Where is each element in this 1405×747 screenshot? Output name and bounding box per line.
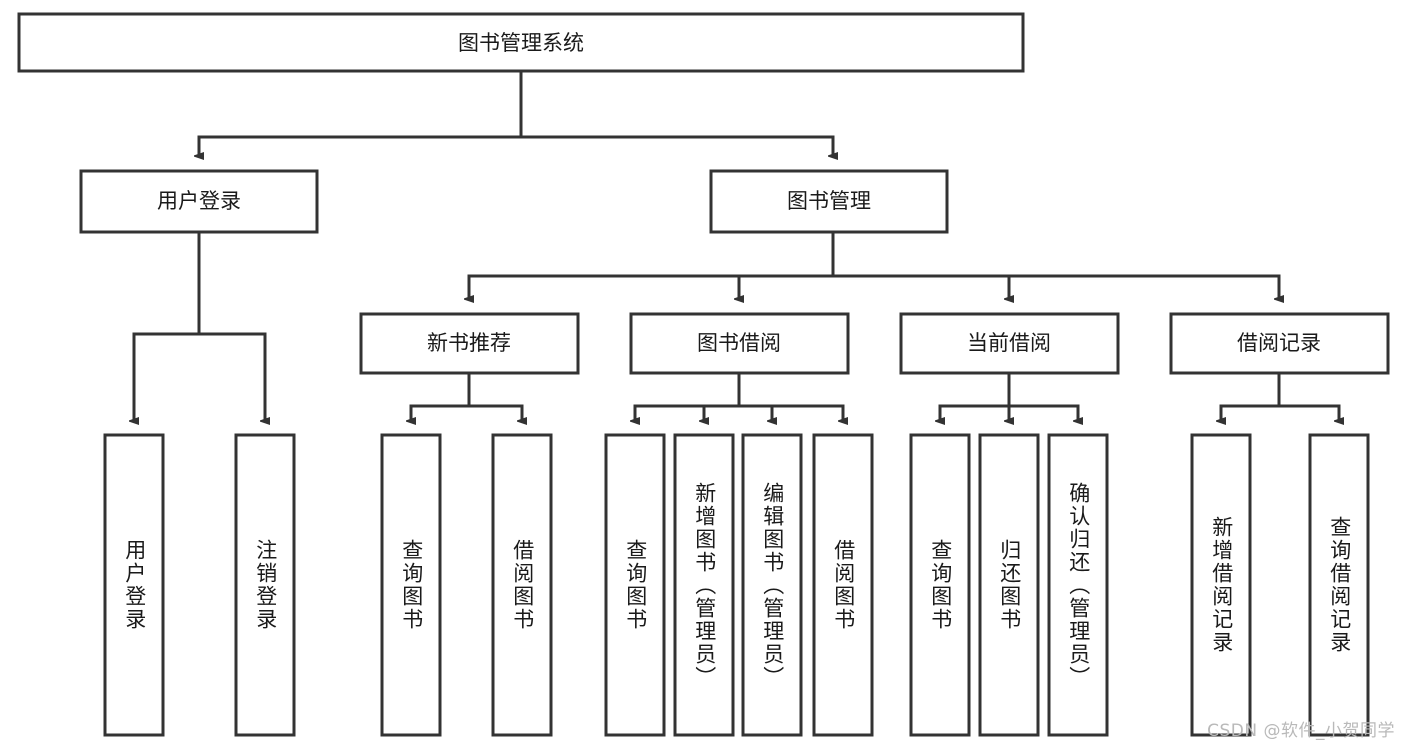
node-user-login[interactable]: 用户登录 <box>79 169 319 234</box>
connectors-borrowrecord-to-leaves <box>1221 371 1339 421</box>
node-leaf-borrow-book-2[interactable] <box>812 433 874 737</box>
node-leaf-query-record[interactable] <box>1308 433 1370 737</box>
node-leaf-logout[interactable] <box>234 433 296 737</box>
node-new-book-rec-label: 新书推荐 <box>427 331 511 355</box>
connectors-newbookrec-to-leaves <box>411 371 522 421</box>
node-leaf-user-login[interactable] <box>103 433 165 737</box>
node-current-borrow[interactable]: 当前借阅 <box>899 312 1120 375</box>
node-book-borrow[interactable]: 图书借阅 <box>629 312 850 375</box>
connectors-userlogin-to-leaves <box>134 230 265 421</box>
node-book-manage[interactable]: 图书管理 <box>709 169 949 234</box>
node-user-login-label: 用户登录 <box>157 189 241 213</box>
node-leaf-query-book-3[interactable] <box>909 433 971 737</box>
node-leaf-confirm-return[interactable] <box>1047 433 1109 737</box>
connectors-currentborrow-to-leaves <box>940 371 1078 421</box>
node-book-manage-label: 图书管理 <box>787 189 871 213</box>
connectors-bookmanage-to-level3 <box>469 230 1279 299</box>
node-leaf-query-book-1[interactable] <box>380 433 442 737</box>
connectors-bookborrow-to-leaves <box>635 371 843 421</box>
node-leaf-add-record[interactable] <box>1190 433 1252 737</box>
connectors-root-to-level2 <box>199 69 833 156</box>
node-leaf-edit-book[interactable] <box>741 433 803 737</box>
node-root-label: 图书管理系统 <box>458 31 584 55</box>
node-leaf-query-book-2[interactable] <box>604 433 666 737</box>
node-leaf-add-book[interactable] <box>673 433 735 737</box>
node-root[interactable]: 图书管理系统 <box>17 12 1025 73</box>
node-leaf-return-book[interactable] <box>978 433 1040 737</box>
node-new-book-rec[interactable]: 新书推荐 <box>359 312 580 375</box>
node-book-borrow-label: 图书借阅 <box>697 331 781 355</box>
node-leaf-borrow-book-1[interactable] <box>491 433 553 737</box>
node-current-borrow-label: 当前借阅 <box>967 331 1051 355</box>
node-borrow-record[interactable]: 借阅记录 <box>1169 312 1390 375</box>
node-borrow-record-label: 借阅记录 <box>1237 331 1321 355</box>
watermark: CSDN @软件_小贺同学 <box>1207 721 1395 741</box>
